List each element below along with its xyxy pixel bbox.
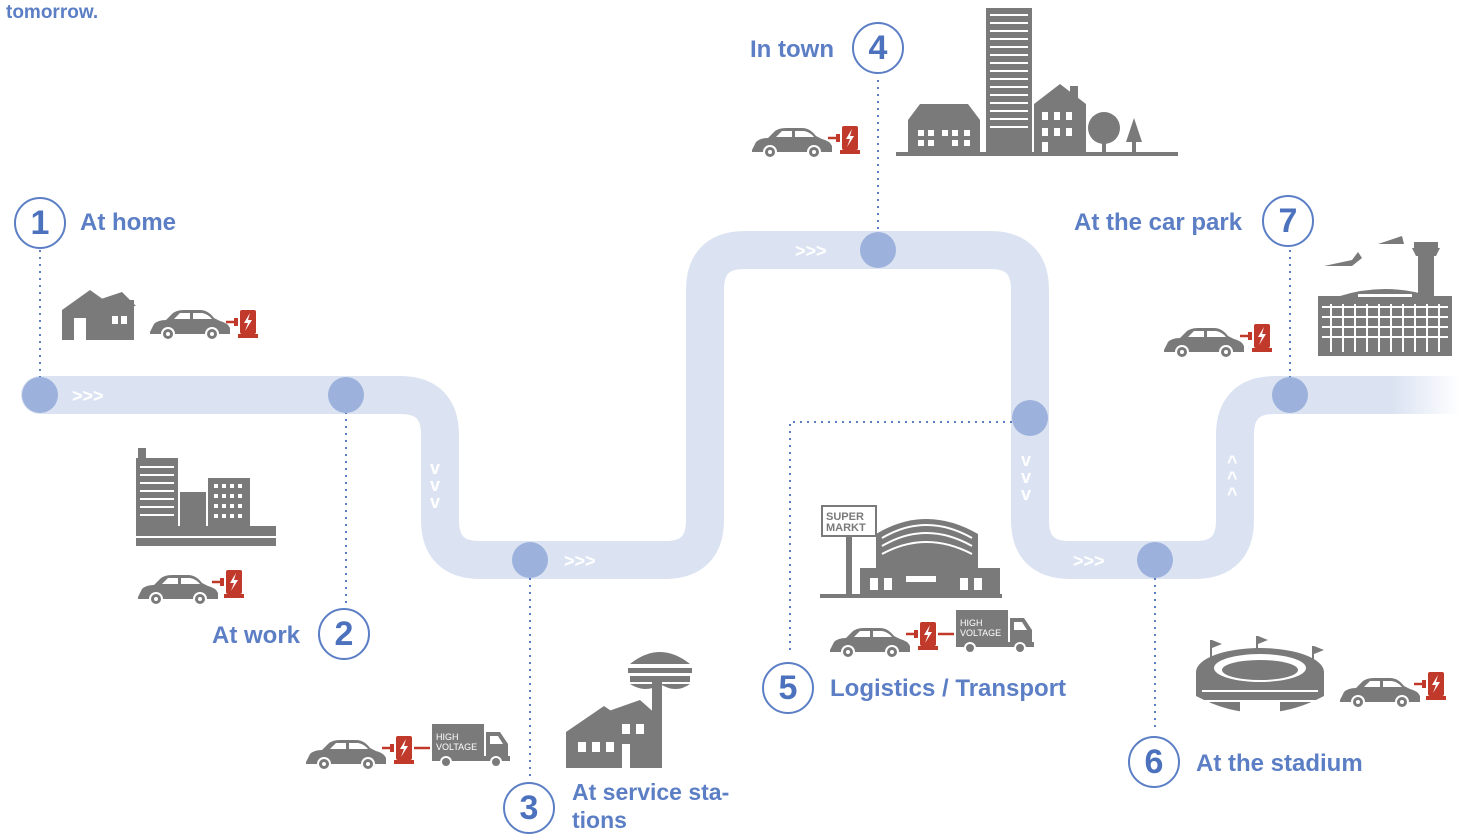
- connector-lines: [39, 80, 1291, 778]
- truck-sign-line2: VOLTAGE: [960, 628, 1002, 638]
- svg-text:v: v: [430, 475, 440, 495]
- charging-station-icon: [904, 620, 940, 652]
- supermarket-sign-line2: MARKT: [826, 522, 866, 534]
- car-icon: [306, 740, 386, 771]
- station-label-at-service-stations: At service sta-tions: [572, 779, 730, 833]
- svg-text:v: v: [1021, 467, 1031, 487]
- truck-sign-line1: HIGH: [436, 732, 459, 742]
- station-label-at-the-stadium: At the stadium: [1196, 750, 1363, 777]
- station-label-logistics-transport: Logistics / Transport: [830, 675, 1067, 702]
- svg-text:^: ^: [1227, 452, 1238, 472]
- svg-text:v: v: [1021, 450, 1031, 470]
- intro-text-fragment: tomorrow.: [6, 2, 99, 23]
- car-icon: [138, 575, 218, 606]
- charging-station-icon: [224, 308, 260, 340]
- svg-text:>>>: >>>: [72, 386, 104, 406]
- road-nodes: [22, 232, 1308, 578]
- svg-text:v: v: [1021, 484, 1031, 504]
- town-skyline-icon: [896, 8, 1178, 156]
- station-number-6: 6: [1128, 736, 1180, 788]
- svg-text:v: v: [430, 492, 440, 512]
- office-buildings-icon: [136, 448, 276, 546]
- supermarket-sign-line1: SUPER: [826, 511, 864, 523]
- supermarket-icon: [820, 505, 1002, 598]
- car-icon: [752, 128, 832, 159]
- airport-terminal-icon: [1318, 236, 1452, 356]
- station-label-at-work: At work: [212, 622, 301, 649]
- charging-station-icon: [1238, 322, 1274, 354]
- stadium-icon: [1196, 636, 1324, 716]
- station-number-4: 4: [852, 22, 904, 74]
- direction-chevrons: >>> >>> >>> >>> vvv vvv ^^^: [72, 241, 1238, 571]
- station-number-7: 7: [1262, 195, 1314, 247]
- truck-sign: HIGH VOLTAGE: [960, 618, 1001, 638]
- car-icon: [830, 628, 910, 659]
- svg-text:^: ^: [1227, 468, 1238, 488]
- station-number-3: 3: [503, 782, 555, 834]
- car-icon: [1164, 328, 1244, 359]
- svg-text:>>>: >>>: [1073, 551, 1105, 571]
- charging-station-icon: [826, 124, 862, 156]
- car-icon: [1340, 678, 1420, 709]
- truck-sign: HIGH VOLTAGE: [436, 732, 477, 752]
- svg-text:>>>: >>>: [795, 241, 827, 261]
- station-label-at-home: At home: [80, 209, 176, 236]
- house-icon: [62, 290, 136, 340]
- svg-text:^: ^: [1227, 484, 1238, 504]
- svg-text:v: v: [430, 458, 440, 478]
- car-icon: [150, 310, 230, 341]
- station-number-2: 2: [318, 608, 370, 660]
- svg-text:>>>: >>>: [564, 551, 596, 571]
- station-label-in-town: In town: [750, 36, 834, 63]
- truck-sign-line2: VOLTAGE: [436, 742, 478, 752]
- service-station-icon: [566, 652, 692, 768]
- charging-station-icon: [380, 734, 416, 766]
- station-number-5: 5: [762, 662, 814, 714]
- station-number-1: 1: [14, 197, 66, 249]
- road-path: [21, 231, 1461, 579]
- station-label-at-the-car-park: At the car park: [1074, 209, 1243, 236]
- truck-sign-line1: HIGH: [960, 618, 983, 628]
